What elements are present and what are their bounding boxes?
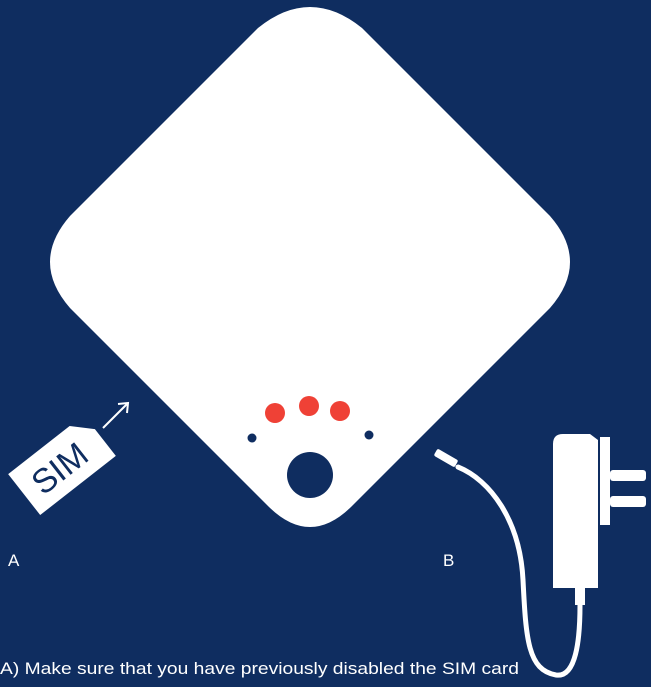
caption-text: A) Make sure that you have previously di… <box>0 659 519 678</box>
power-button[interactable] <box>287 452 333 498</box>
label-a: A <box>8 551 20 570</box>
sim-card-icon: SIM <box>8 415 116 515</box>
status-led-2 <box>299 396 319 416</box>
router-device-icon <box>50 7 570 527</box>
power-adapter-icon <box>553 434 646 588</box>
status-led-3 <box>330 401 350 421</box>
label-b: B <box>443 551 454 570</box>
status-led-1 <box>265 403 285 423</box>
indicator-dot-right <box>365 431 374 440</box>
arrow-icon <box>103 403 128 428</box>
indicator-dot-left <box>248 434 257 443</box>
